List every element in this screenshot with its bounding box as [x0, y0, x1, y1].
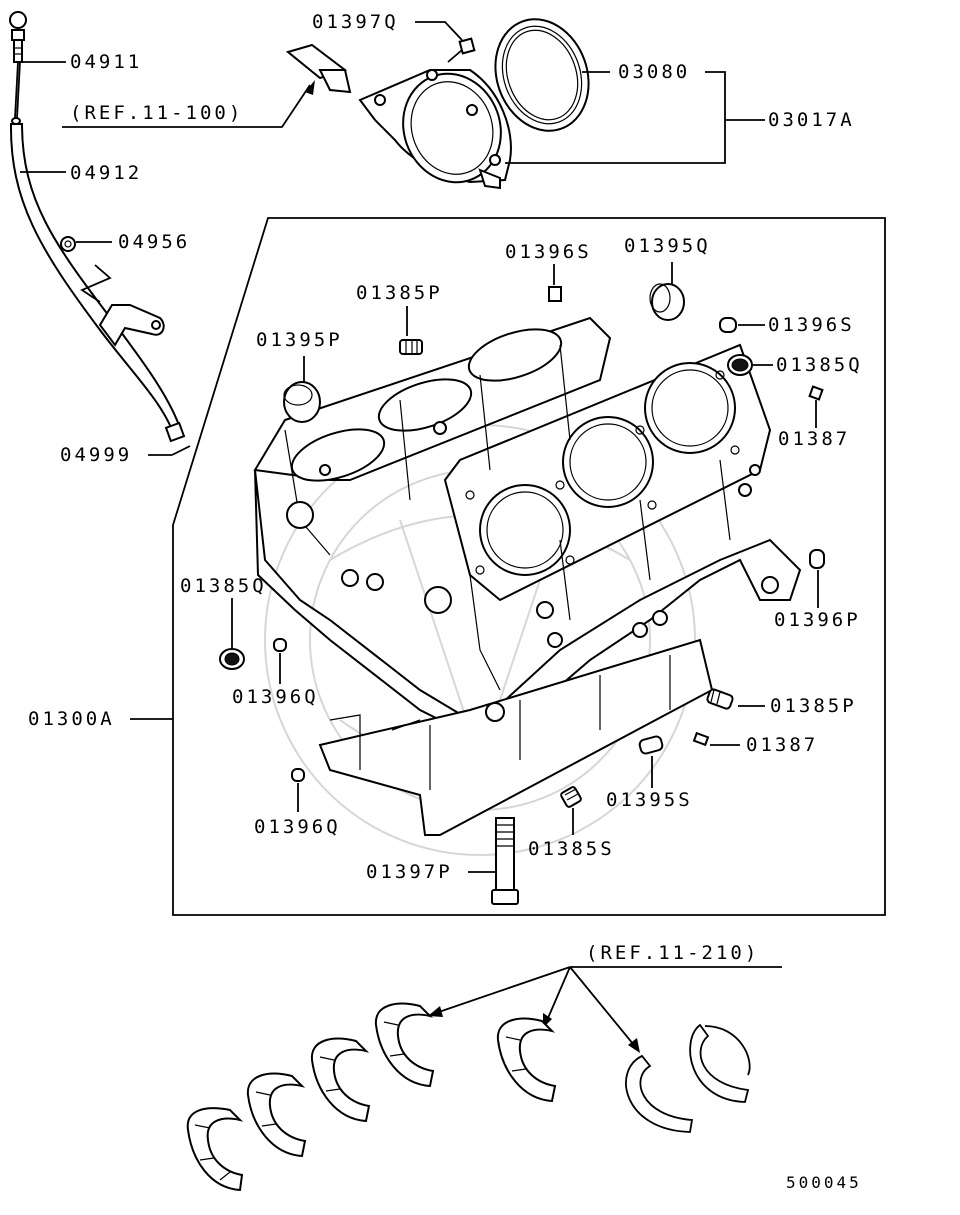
oil-seal-03080 — [494, 18, 590, 132]
plug-01385P-right — [706, 688, 734, 710]
label-01396Q-bottom: 01396Q — [254, 816, 341, 838]
plug-01385P-top — [399, 339, 423, 355]
cylinder-block — [253, 316, 802, 836]
label-ref-11-210: (REF.11-210) — [586, 942, 760, 964]
dipstick-assembly — [9, 11, 186, 443]
label-01387-top: 01387 — [778, 428, 851, 450]
oil-seal-case — [358, 69, 512, 190]
label-01396P: 01396P — [774, 609, 861, 631]
leader-01397Q — [415, 21, 463, 41]
ref-11-210-arrows — [428, 966, 640, 1053]
label-01396S-top: 01396S — [505, 241, 592, 263]
label-01300A: 01300A — [28, 708, 115, 730]
leader-03017A-bracket — [505, 71, 726, 164]
label-01385Q-right: 01385Q — [776, 354, 863, 376]
plug-01385Q-left — [219, 648, 245, 670]
pin-01396S-right — [719, 317, 737, 333]
label-01397Q: 01397Q — [312, 11, 399, 33]
label-04956: 04956 — [118, 231, 191, 253]
block-group-frame — [172, 217, 886, 916]
label-01396S-right: 01396S — [768, 314, 855, 336]
label-04911: 04911 — [70, 51, 143, 73]
main-bearing-shells — [186, 1002, 557, 1192]
plug-01395Q — [649, 283, 685, 321]
plug-01395P — [283, 381, 321, 423]
pin-01387-top — [808, 385, 824, 401]
label-04912: 04912 — [70, 162, 143, 184]
plug-01385Q-right — [727, 354, 753, 376]
label-01385S: 01385S — [528, 838, 615, 860]
pin-01396P — [809, 549, 825, 569]
plug-01385S — [560, 786, 582, 808]
label-01396Q-mid: 01396Q — [232, 686, 319, 708]
bolt-01397Q — [447, 37, 476, 63]
label-01395Q: 01395Q — [624, 235, 711, 257]
label-01395P: 01395P — [256, 329, 343, 351]
label-03017A: 03017A — [768, 109, 855, 131]
pin-01396Q-mid — [273, 638, 287, 652]
label-ref-11-100: (REF.11-100) — [70, 102, 244, 124]
label-04999: 04999 — [60, 444, 133, 466]
pin-01396S-top — [548, 286, 562, 302]
pin-01387-bottom — [692, 731, 710, 747]
label-01395S: 01395S — [606, 789, 693, 811]
label-01385P-top: 01385P — [356, 282, 443, 304]
label-01385P-right: 01385P — [770, 695, 857, 717]
plug-01395S — [638, 735, 664, 755]
pin-01396Q-bottom — [291, 768, 305, 782]
ref-11-100-leader — [62, 84, 311, 128]
label-03080: 03080 — [618, 61, 691, 83]
label-01385Q-left: 01385Q — [180, 575, 267, 597]
label-01387-bottom: 01387 — [746, 734, 819, 756]
thrust-washers — [625, 1023, 751, 1133]
bolt-01397P — [491, 817, 519, 905]
sealant-tube — [285, 43, 352, 94]
label-01397P: 01397P — [366, 861, 453, 883]
diagram-number: 500045 — [786, 1173, 862, 1192]
